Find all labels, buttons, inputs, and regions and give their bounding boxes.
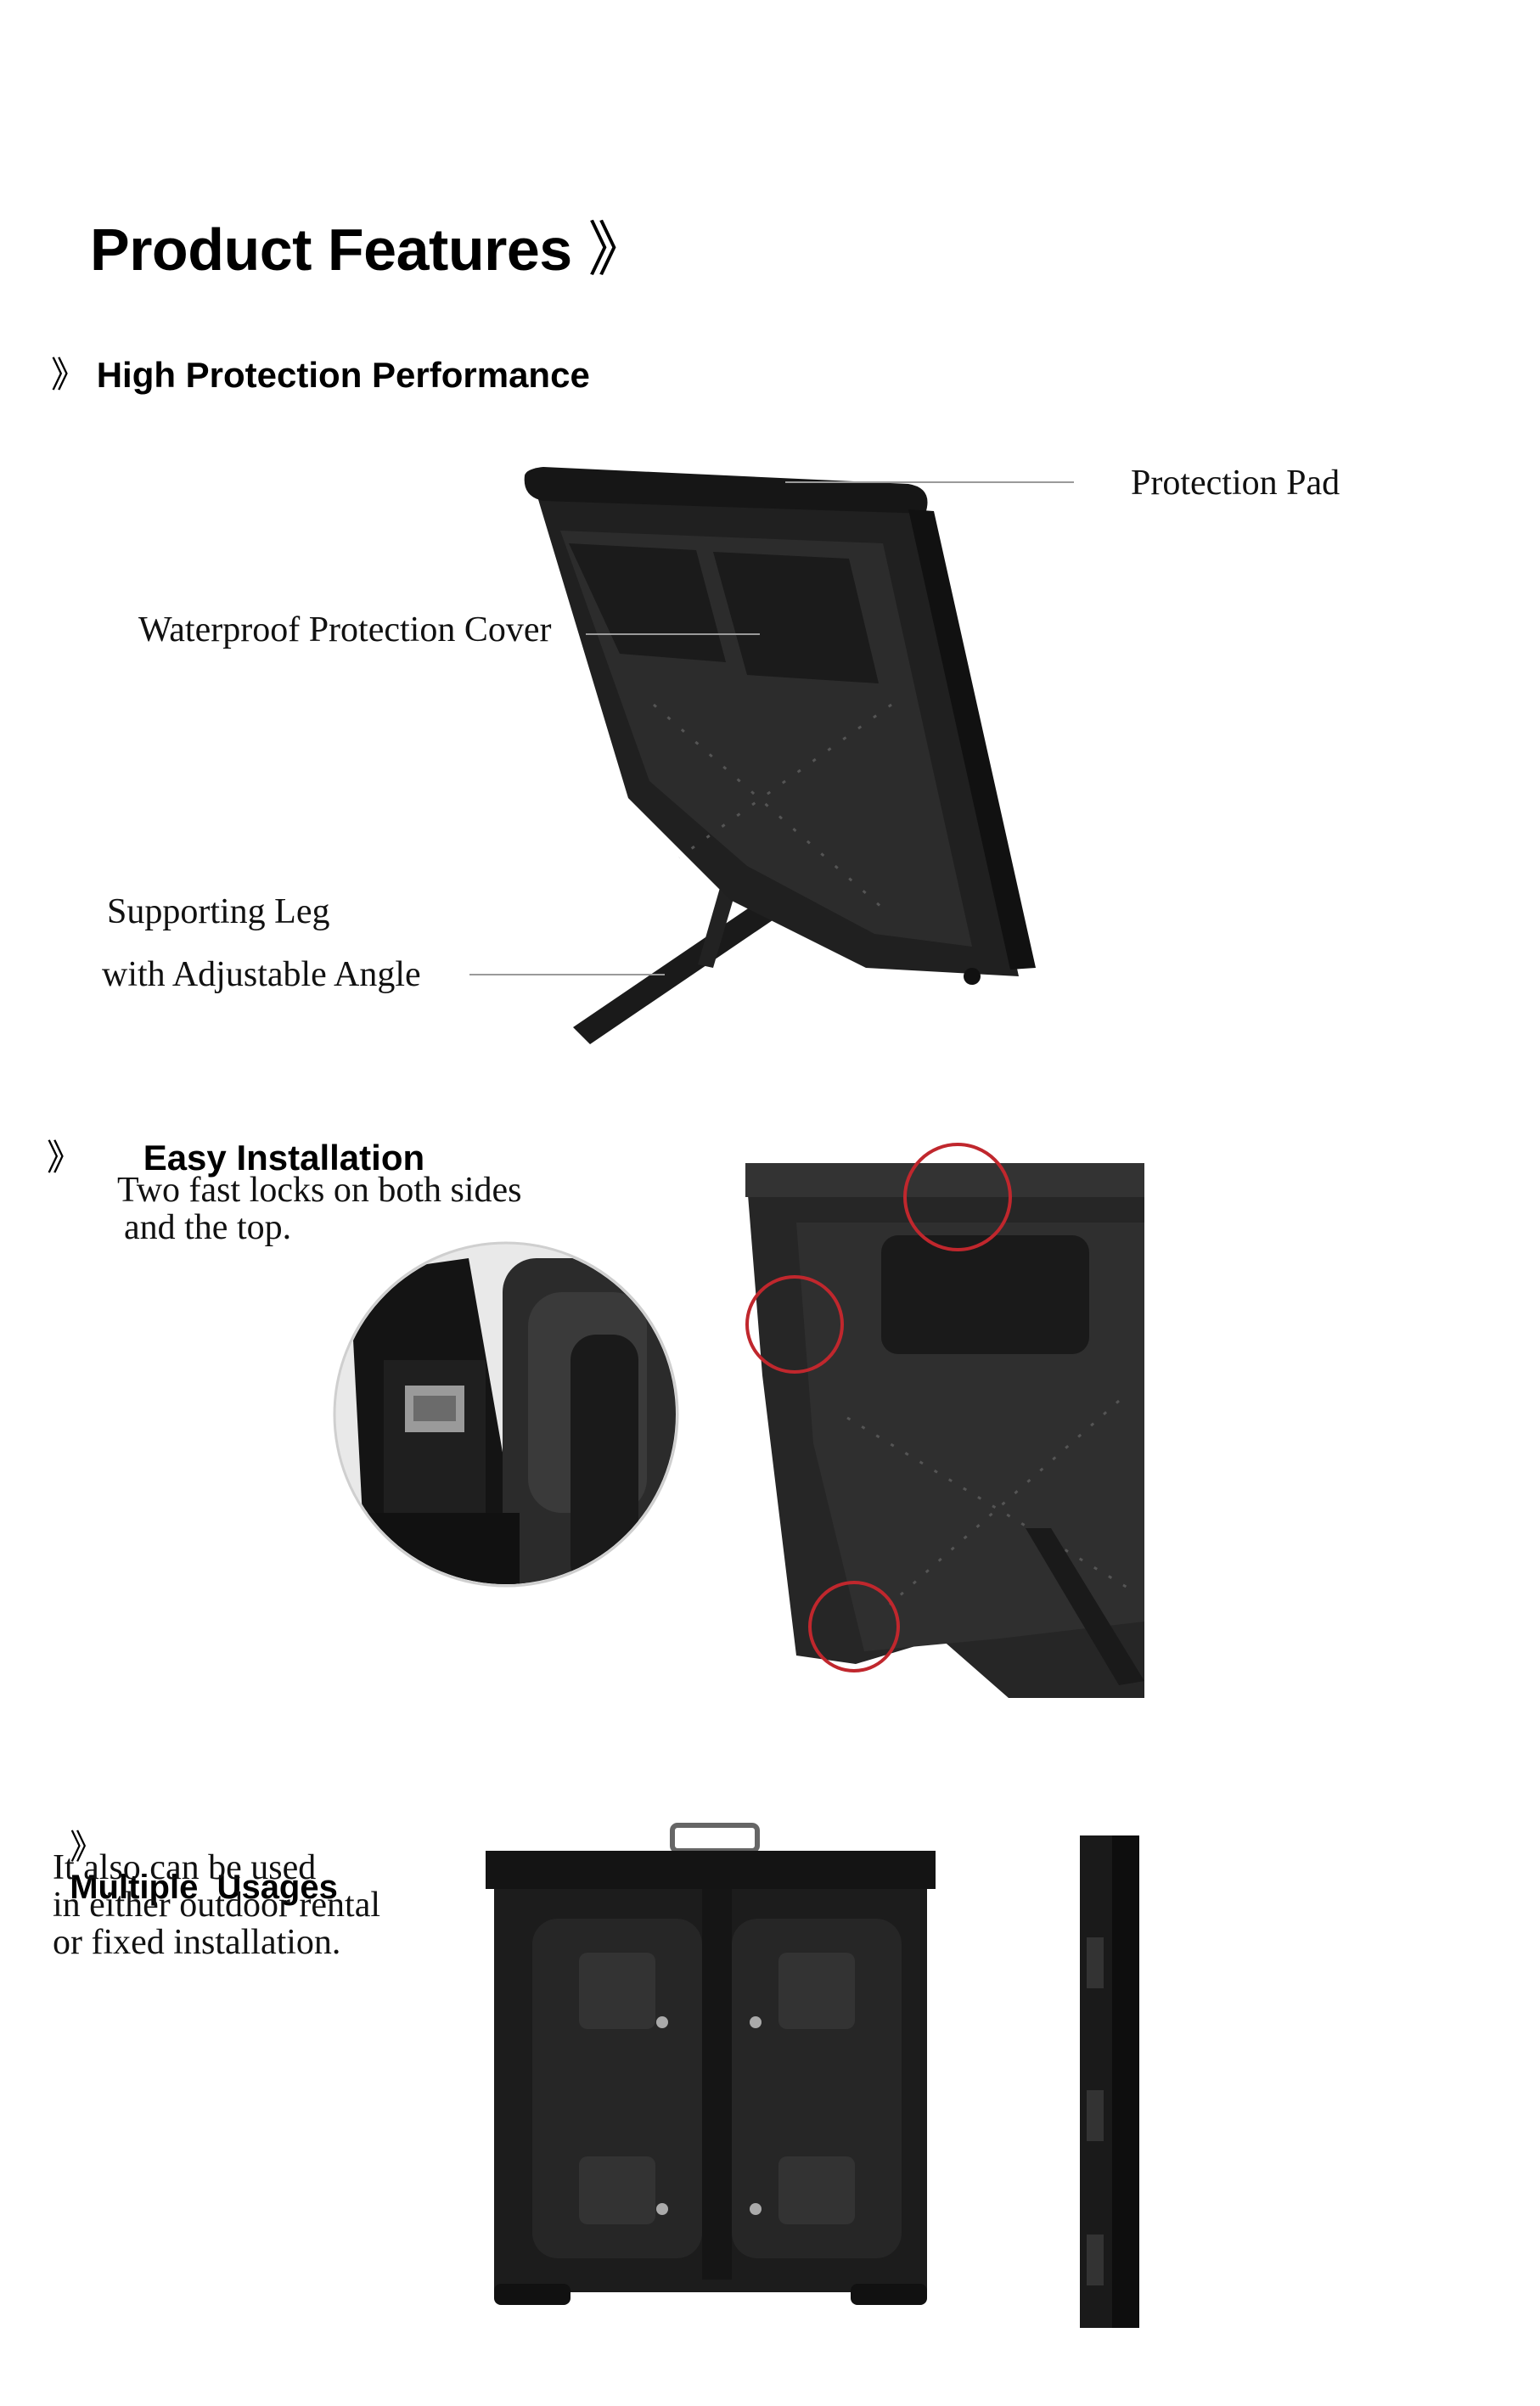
- section-heading-usages: 》 Multiple Usages: [51, 1781, 338, 1907]
- section-heading-text: Multiple Usages: [70, 1869, 338, 1906]
- usages-desc-line3: or fixed installation.: [53, 1923, 341, 1962]
- lock-highlight-side: [745, 1275, 844, 1374]
- installation-desc-line2: and the top.: [124, 1208, 292, 1247]
- supporting-leg: [573, 874, 815, 1044]
- leader-line: [469, 974, 665, 975]
- section-heading-text: Easy Installation: [143, 1138, 425, 1178]
- waterproof-cover: [569, 543, 726, 662]
- chevron-right-icon: 》: [47, 1138, 83, 1178]
- carry-handle: [670, 1823, 760, 1853]
- usages-desc-line1: It also can be used: [53, 1848, 317, 1887]
- callout-protection-pad: Protection Pad: [1131, 464, 1340, 503]
- lock-detail-magnified-image: [333, 1241, 679, 1588]
- chevron-right-icon: 》: [51, 355, 87, 395]
- section-heading-text: High Protection Performance: [96, 355, 590, 395]
- lock-highlight-top: [903, 1143, 1012, 1251]
- section-heading-installation: 》 Easy Installation: [47, 1129, 424, 1181]
- section-heading-protection: 》 High Protection Performance: [51, 346, 590, 398]
- usages-desc-line2: in either outdoor rental: [53, 1886, 381, 1925]
- cabinet-with-leg-image: [524, 467, 1036, 1044]
- leader-line: [586, 633, 760, 635]
- cabinet-side-view-image: [1080, 1835, 1139, 2328]
- leader-line: [785, 481, 1074, 483]
- chevron-right-icon: 》: [70, 1829, 104, 1866]
- lock-highlight-bottom: [808, 1581, 900, 1672]
- installation-desc-line1: Two fast locks on both sides: [117, 1171, 522, 1210]
- page-title-text: Product Features: [90, 216, 572, 283]
- cabinet-back-view-image: [486, 1823, 936, 2305]
- protection-pad: [524, 467, 928, 514]
- chevron-right-icon: 》: [587, 216, 648, 283]
- cabinet-locks-image: [745, 1143, 1144, 1698]
- callout-adjustable-angle: with Adjustable Angle: [102, 955, 421, 994]
- callout-supporting-leg: Supporting Leg: [107, 892, 330, 931]
- callout-waterproof-cover: Waterproof Protection Cover: [138, 610, 552, 649]
- page-title: Product Features 》: [90, 202, 648, 288]
